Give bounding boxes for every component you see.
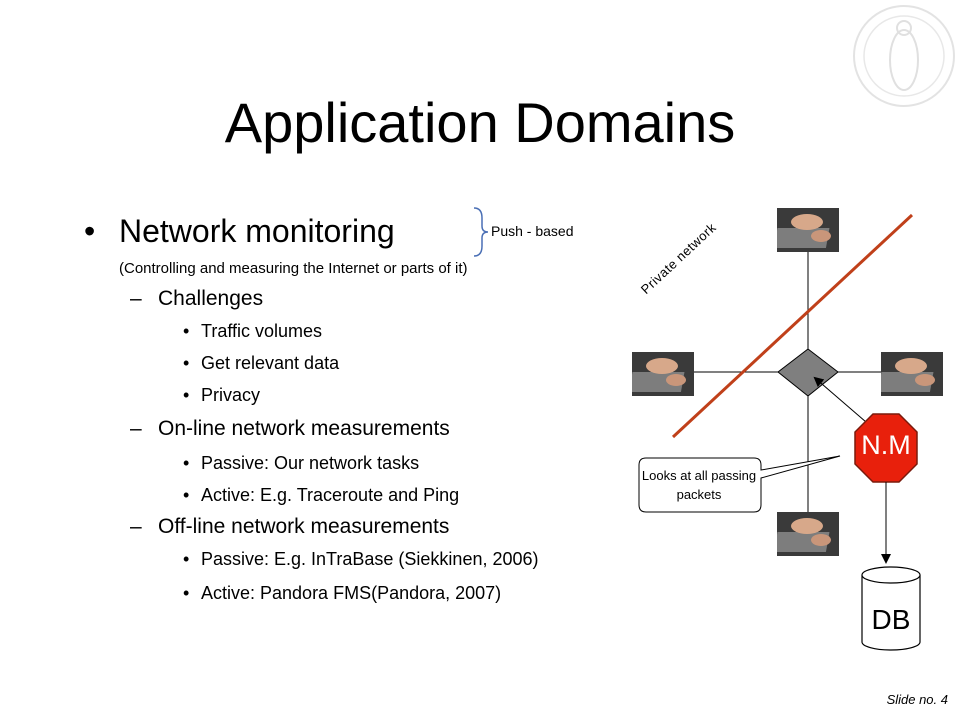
callout-bubble [638,455,841,513]
subsection-label: Challenges [158,287,264,310]
list-item: Get relevant data [201,353,340,373]
bullet-dot: • [183,385,190,405]
list-item: Passive: E.g. InTraBase (Siekkinen, 2006… [201,549,539,569]
private-network-boundary [671,213,914,439]
list-item: Active: Pandora FMS(Pandora, 2007) [201,583,502,603]
db-label: DB [871,604,911,635]
brace-icon [473,207,489,257]
callout-text: Looks at all passing packets [641,468,757,502]
list-item: Active: E.g. Traceroute and Ping [201,485,460,505]
nm-to-router-arrow [813,376,867,423]
bullet-dot: • [183,353,190,373]
page-title: Application Domains [224,91,736,154]
dash-marker: – [130,417,142,440]
router-diamond [777,348,839,397]
bullet-dot: • [183,321,190,341]
subsection-label: On-line network measurements [158,417,450,440]
bullet-dot: • [183,583,190,603]
dash-marker: – [130,515,142,538]
computer-user-left-icon [632,352,694,396]
nm-label: N.M [861,430,911,460]
bullet-dot: • [84,213,96,249]
network-diagram [638,213,921,651]
computer-user-right-icon [881,352,943,396]
bullet-dot: • [183,485,190,505]
computer-user-top-icon [777,208,839,252]
list-item: Passive: Our network tasks [201,453,420,473]
slide-number: Slide no. 4 [886,692,948,707]
dash-marker: – [130,287,142,310]
db-cylinder-top [861,566,921,584]
db-cylinder [861,575,921,651]
computer-user-bottom-icon [777,512,839,556]
subsection-label: Off-line network measurements [158,515,450,538]
push-based-label: Push - based [491,223,574,239]
university-seal-icon [853,5,955,107]
bullet-dot: • [183,453,190,473]
list-item: Traffic volumes [201,321,323,341]
section-heading: Network monitoring [119,213,395,249]
section-subheading: (Controlling and measuring the Internet … [119,260,468,277]
bullet-dot: • [183,549,190,569]
list-item: Privacy [201,385,261,405]
nm-octagon [854,413,918,483]
